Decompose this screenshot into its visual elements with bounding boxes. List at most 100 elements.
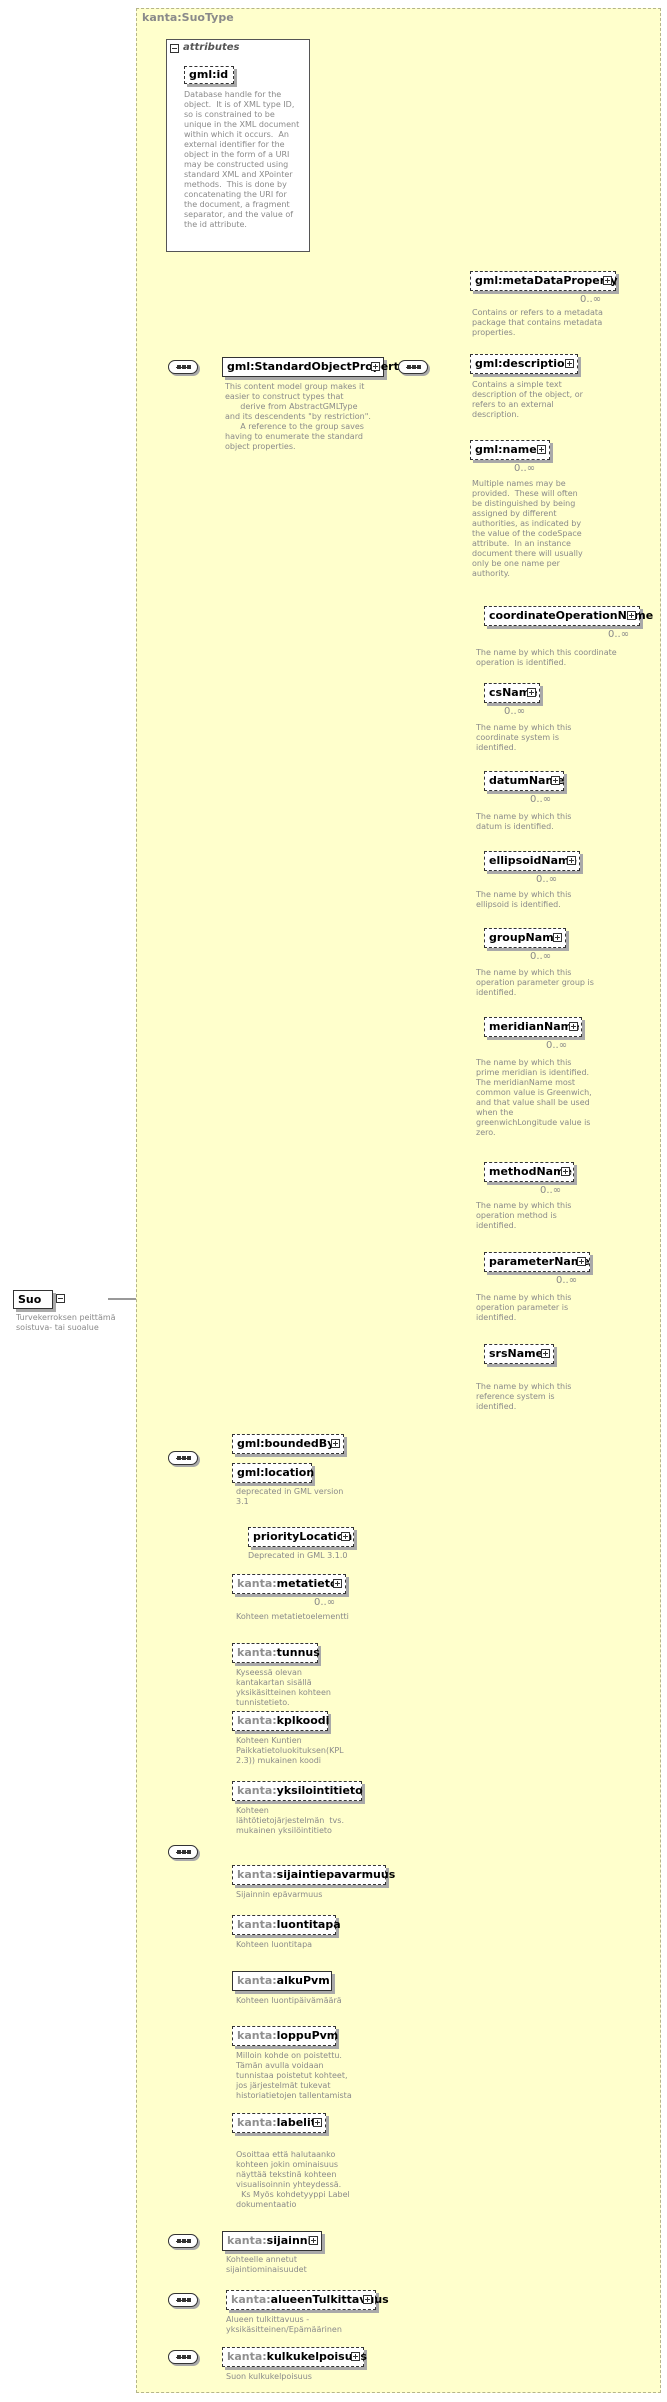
namespace-prefix: kanta: [237, 1646, 277, 1659]
element-description: Deprecated in GML 3.1.0 [248, 1551, 348, 1560]
element-gml-metadataproperty[interactable]: gml:metaDataProperty [470, 271, 618, 291]
element-datum-name[interactable]: datumName [484, 771, 564, 791]
element-label: priorityLocation [253, 1530, 353, 1543]
element-kanta-kplkoodi[interactable]: kanta:kplkoodi [232, 1711, 330, 1731]
sequence-compositor[interactable] [168, 2234, 198, 2248]
cardinality: 0..∞ [536, 874, 558, 885]
expand-icon[interactable] [577, 1257, 586, 1266]
expand-icon[interactable] [569, 1022, 578, 1031]
element-label: sijainnit [266, 2234, 317, 2247]
expand-icon[interactable] [541, 1349, 550, 1358]
element-kanta-metatieto[interactable]: kanta:metatieto [232, 1574, 346, 1594]
attribute-label: gml:id [189, 68, 229, 81]
expand-icon[interactable] [553, 933, 562, 942]
group-standard-object-properties[interactable]: gml:StandardObjectProperties [222, 357, 417, 377]
sequence-compositor[interactable] [398, 360, 428, 374]
element-kanta-kulkukelpoisuus[interactable]: kanta:kulkukelpoisuus [222, 2347, 367, 2367]
element-label: csName [489, 686, 538, 699]
element-description: Milloin kohde on poistettu. Tämän avulla… [236, 2051, 352, 2100]
sequence-compositor[interactable] [168, 2350, 198, 2364]
element-priority-location[interactable]: priorityLocation [248, 1527, 354, 1547]
element-description: The name by which this operation paramet… [476, 1293, 572, 1322]
element-description: The name by which this reference system … [476, 1382, 572, 1411]
element-coordinate-operation-name[interactable]: coordinateOperationName [484, 606, 653, 626]
element-meridian-name[interactable]: meridianName [484, 1017, 582, 1037]
cardinality: 0..∞ [540, 1185, 562, 1196]
expand-icon[interactable] [565, 359, 574, 368]
element-ellipsoid-name[interactable]: ellipsoidName [484, 851, 580, 871]
element-kanta-loppupvm[interactable]: kanta:loppuPvm [232, 2026, 339, 2046]
attribute-gml-id[interactable]: gml:id [184, 66, 234, 84]
expand-icon[interactable] [331, 1439, 340, 1448]
expand-icon[interactable] [561, 1167, 570, 1176]
sequence-compositor[interactable] [168, 1451, 198, 1465]
element-description: Alueen tulkittavuus - yksikäsitteinen/Ep… [226, 2315, 342, 2334]
element-label: ellipsoidName [489, 854, 577, 867]
element-label: groupName [489, 931, 562, 944]
element-kanta-tunnus[interactable]: kanta:tunnus [232, 1643, 320, 1663]
element-method-name[interactable]: methodName [484, 1162, 574, 1182]
element-label: gml:metaDataProperty [475, 274, 618, 287]
cardinality: 0..∞ [530, 951, 552, 962]
element-label: kulkukelpoisuus [266, 2350, 367, 2363]
expand-icon[interactable] [351, 2352, 360, 2361]
cardinality: 0..∞ [314, 1597, 336, 1608]
element-label: alueenTulkittavuus [270, 2293, 389, 2306]
element-label: parameterName [489, 1255, 590, 1268]
collapse-attributes-icon[interactable] [170, 44, 179, 53]
expand-icon[interactable] [313, 2118, 322, 2127]
collapse-box[interactable] [56, 1294, 65, 1303]
element-description: Multiple names may be provided. These wi… [472, 479, 583, 578]
expand-icon[interactable] [309, 2236, 318, 2245]
element-kanta-luontitapa[interactable]: kanta:luontitapa [232, 1915, 341, 1935]
expand-icon[interactable] [527, 688, 536, 697]
expand-icon[interactable] [627, 611, 636, 620]
element-gml-boundedby[interactable]: gml:boundedBy [232, 1434, 344, 1454]
expand-icon[interactable] [363, 2295, 372, 2304]
namespace-prefix: kanta: [237, 1714, 277, 1727]
expand-icon[interactable] [551, 776, 560, 785]
namespace-prefix: kanta: [231, 2293, 271, 2306]
element-label: luontitapa [276, 1918, 341, 1931]
root-element-suo[interactable]: Suo [13, 1290, 53, 1309]
element-label: kplkoodi [276, 1714, 330, 1727]
element-gml-description[interactable]: gml:description [470, 354, 578, 374]
attributes-header: attributes [183, 42, 240, 53]
sequence-compositor[interactable] [168, 1845, 198, 1859]
element-kanta-alkupvm[interactable]: kanta:alkuPvm [232, 1971, 332, 1991]
element-kanta-sijaintiepavarmuus[interactable]: kanta:sijaintiepavarmuus [232, 1865, 395, 1885]
expand-icon[interactable] [371, 362, 380, 371]
element-parameter-name[interactable]: parameterName [484, 1252, 590, 1272]
root-element-label: Suo [18, 1293, 42, 1306]
element-group-name[interactable]: groupName [484, 928, 566, 948]
cardinality: 0..∞ [556, 1275, 578, 1286]
element-label: methodName [489, 1165, 572, 1178]
element-srs-name[interactable]: srsName [484, 1344, 554, 1364]
element-cs-name[interactable]: csName [484, 683, 540, 703]
element-kanta-labelit[interactable]: kanta:labelit [232, 2113, 326, 2133]
type-container [136, 8, 661, 2393]
sequence-compositor[interactable] [168, 2293, 198, 2307]
element-description: The name by which this operation method … [476, 1201, 572, 1230]
sequence-compositor[interactable] [168, 360, 198, 374]
expand-icon[interactable] [567, 856, 576, 865]
element-label: labelit [276, 2116, 316, 2129]
element-label: alkuPvm [276, 1974, 330, 1987]
expand-icon[interactable] [537, 445, 546, 454]
element-gml-name[interactable]: gml:name [470, 440, 550, 460]
element-gml-location[interactable]: gml:location [232, 1463, 314, 1483]
element-label: loppuPvm [276, 2029, 339, 2042]
expand-icon[interactable] [341, 1532, 350, 1541]
element-description: The name by which this prime meridian is… [476, 1058, 592, 1137]
namespace-prefix: kanta: [237, 1974, 277, 1987]
element-kanta-sijainnit[interactable]: kanta:sijainnit [222, 2231, 322, 2251]
cardinality: 0..∞ [546, 1040, 568, 1051]
type-title: kanta:SuoType [142, 11, 234, 24]
element-kanta-yksilointitieto[interactable]: kanta:yksilointitieto [232, 1781, 363, 1801]
expand-icon[interactable] [333, 1579, 342, 1588]
element-description: Kohteelle annetut sijaintiominaisuudet [226, 2255, 307, 2274]
expand-icon[interactable] [603, 276, 612, 285]
element-kanta-alueentulkittavuus[interactable]: kanta:alueenTulkittavuus [226, 2290, 389, 2310]
cardinality: 0..∞ [504, 706, 526, 717]
element-description: The name by which this operation paramet… [476, 968, 594, 997]
